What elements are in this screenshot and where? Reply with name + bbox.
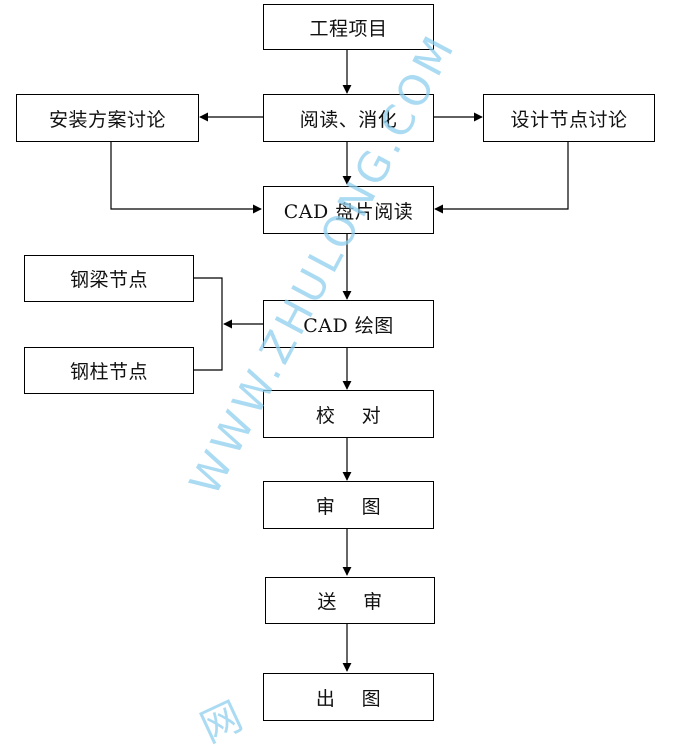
bracket-beam-column (194, 277, 223, 371)
flowchart-connectors (110, 49, 569, 672)
node-install-plan: 安装方案讨论 (16, 94, 199, 142)
node-proofread: 校 对 (263, 390, 434, 438)
node-project: 工程项目 (263, 4, 434, 50)
node-cad-draw: CAD 绘图 (263, 300, 434, 348)
node-submit: 送 审 (265, 577, 435, 624)
node-read-digest: 阅读、消化 (263, 94, 434, 142)
node-cad-disk: CAD 盘片阅读 (263, 186, 434, 234)
node-beam: 钢梁节点 (24, 255, 194, 302)
node-column: 钢柱节点 (24, 347, 194, 394)
node-output: 出 图 (263, 673, 434, 721)
node-design-node: 设计节点讨论 (483, 94, 655, 142)
arrow-install-plan-to-cad-disk (110, 141, 262, 214)
arrow-design-node-to-cad-disk (434, 141, 569, 214)
node-review: 审 图 (263, 481, 434, 529)
